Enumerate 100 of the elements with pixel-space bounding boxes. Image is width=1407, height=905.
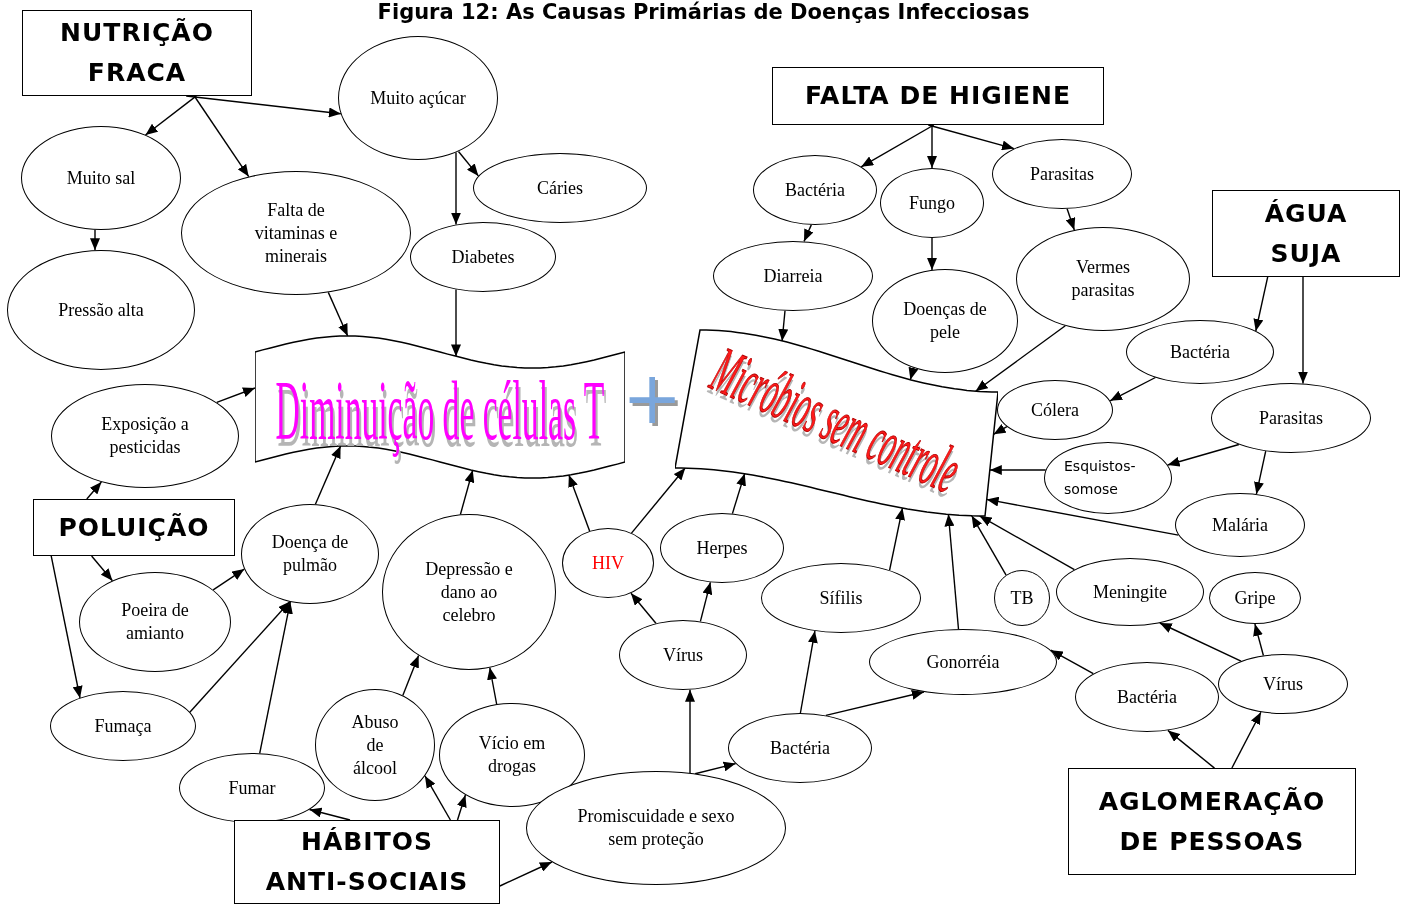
node-text: Gripe — [1234, 586, 1276, 610]
node-text: Promiscuidade e sexo sem proteção — [576, 805, 736, 851]
arrow — [451, 151, 461, 226]
plus-sign: + — [622, 362, 683, 434]
arrow — [568, 474, 591, 532]
arrow — [216, 387, 256, 404]
arrow — [90, 555, 114, 582]
node-text: Doença de pulmão — [270, 531, 350, 577]
node-text: Bactéria — [1170, 340, 1230, 364]
arrow — [456, 794, 467, 821]
arrow — [978, 515, 1076, 571]
node-text: TB — [1010, 586, 1034, 610]
arrow — [451, 288, 461, 358]
arrow — [694, 761, 737, 775]
category-box — [1212, 190, 1400, 277]
arrow — [778, 310, 789, 342]
arrow — [314, 445, 342, 505]
node-text: Sífilis — [819, 586, 863, 610]
arrow — [1065, 208, 1076, 231]
node-text: Fumaça — [94, 714, 152, 738]
arrow — [731, 472, 746, 515]
category-title: HÁBITOS ANTI-SOCIAIS — [264, 826, 470, 898]
node-text: Vírus — [663, 643, 703, 667]
node-text: Muito açúcar — [370, 86, 466, 110]
arrow — [50, 555, 83, 699]
arrow — [499, 861, 553, 887]
arrow — [799, 630, 818, 714]
node-text: Poeira de amianto — [120, 599, 190, 645]
ellipse-node — [728, 713, 872, 783]
arrow — [90, 229, 100, 251]
category-title: POLUIÇÃO — [58, 511, 210, 544]
arrow — [971, 515, 1007, 576]
node-text: HIV — [592, 551, 624, 575]
node-text: Vício em drogas — [477, 732, 547, 778]
category-box — [33, 499, 235, 556]
ellipse-node — [997, 380, 1113, 440]
arrow — [927, 237, 937, 271]
ellipse-node — [994, 570, 1050, 626]
node-text: Esquistos- somose — [1064, 457, 1137, 499]
arrow — [944, 513, 960, 630]
arrow — [927, 124, 937, 169]
arrow — [860, 124, 935, 168]
node-text: Vírus — [1263, 672, 1303, 696]
node-text: Abuso de álcool — [350, 710, 400, 780]
node-text: Bactéria — [1117, 685, 1177, 709]
arrow — [1298, 276, 1308, 385]
arrow — [888, 507, 905, 571]
arrow — [825, 689, 925, 717]
arrow — [487, 666, 498, 705]
arrow — [308, 807, 351, 821]
arrow — [927, 124, 1015, 151]
arrow — [1109, 376, 1157, 402]
arrow — [630, 592, 657, 624]
category-box — [772, 67, 1104, 125]
node-text: Exposição a pesticidas — [100, 413, 190, 459]
arrow — [327, 291, 349, 337]
arrow — [189, 600, 291, 713]
arrow — [459, 469, 475, 516]
arrow — [424, 775, 452, 821]
arrow — [699, 581, 713, 622]
node-text: Parasitas — [1030, 162, 1094, 186]
node-text: Bactéria — [770, 736, 830, 760]
arrow — [1159, 622, 1242, 662]
node-text: Bactéria — [785, 178, 845, 202]
arrow — [908, 366, 919, 381]
node-text: Malária — [1212, 513, 1268, 537]
arrow — [974, 325, 1066, 392]
node-text: Vermes parasitas — [1070, 256, 1136, 302]
node-text: Depressão e dano ao celebro — [424, 557, 514, 627]
category-title: NUTRIÇÃO FRACA — [59, 17, 215, 89]
node-text: Cáries — [537, 176, 583, 200]
node-text: Doenças de pele — [902, 298, 988, 344]
node-text: Parasitas — [1259, 406, 1323, 430]
arrow — [259, 601, 293, 755]
diagram-title: Figura 12: As Causas Primárias de Doenças Infecciosas — [376, 0, 1031, 24]
arrow — [86, 481, 103, 500]
arrow — [457, 150, 480, 177]
category-title: FALTA DE HIGIENE — [804, 80, 1072, 112]
arrow — [630, 467, 686, 534]
node-text: Meningite — [1093, 580, 1167, 604]
node-text: Pressão alta — [58, 298, 144, 322]
arrow — [1050, 649, 1094, 675]
node-text: Diarreia — [763, 264, 823, 288]
category-title: ÁGUA SUJA — [1263, 197, 1349, 270]
ellipse-node — [872, 269, 1018, 373]
category-box — [22, 10, 252, 96]
node-text: Gonorréia — [926, 650, 1000, 674]
node-text: Falta de vitaminas e minerais — [253, 198, 339, 268]
category-title: AGLOMERAÇÃO DE PESSOAS — [1097, 785, 1327, 858]
arrow — [803, 224, 814, 243]
category-box — [1068, 768, 1356, 875]
node-text: Muito sal — [66, 166, 136, 190]
node-text: Fungo — [909, 191, 955, 215]
arrow — [1253, 276, 1269, 332]
category-box — [234, 820, 500, 904]
node-text: Cólera — [1031, 398, 1079, 422]
node-text: Fumar — [228, 776, 276, 800]
arrow — [193, 95, 250, 178]
node-text: Herpes — [696, 536, 748, 560]
node-text: Diabetes — [451, 245, 515, 269]
